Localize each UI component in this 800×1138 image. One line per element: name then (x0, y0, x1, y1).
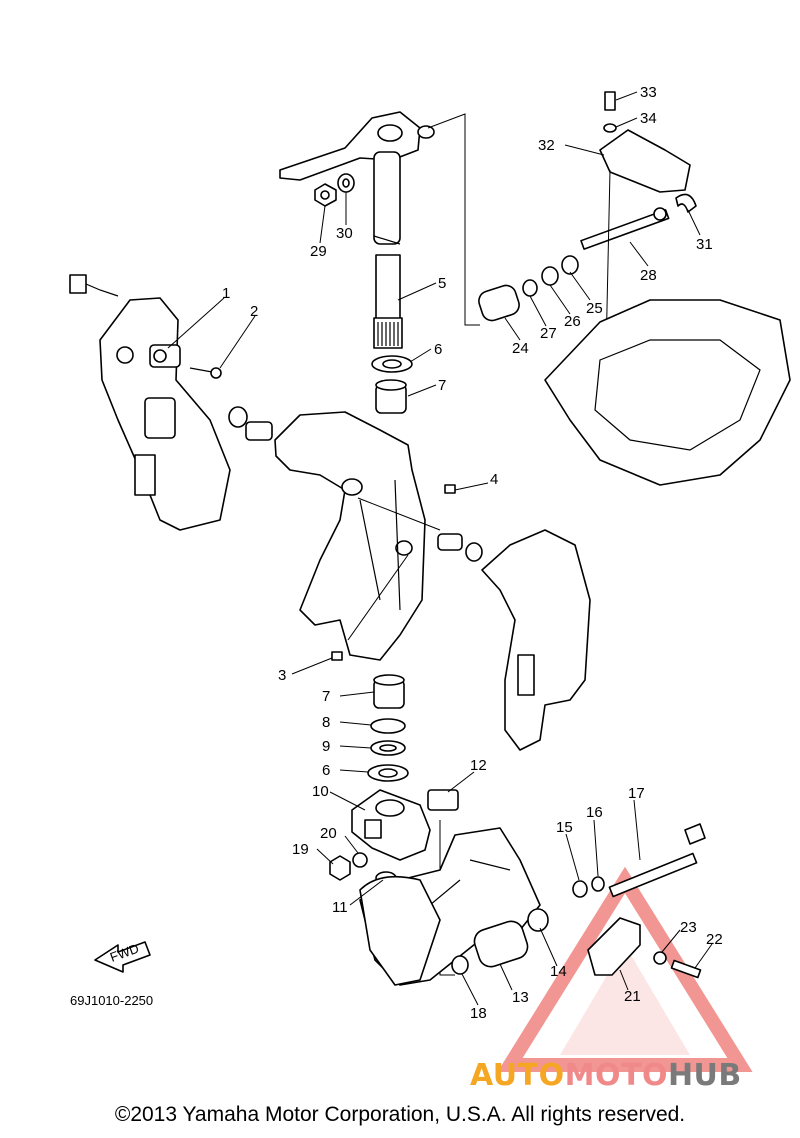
washer-30 (337, 173, 355, 193)
callout-3: 3 (278, 667, 286, 684)
watermark-logo: AUTOMOTOHUB (470, 1058, 742, 1093)
callout-29: 29 (310, 243, 327, 260)
watermark-triangle (497, 866, 753, 1072)
damper-12 (427, 789, 459, 811)
callout-6a: 6 (434, 341, 442, 358)
callout-numbers: 1 2 3 4 5 6 7 7 8 9 6 10 11 12 13 14 15 … (222, 84, 723, 1022)
bolt-28 (580, 207, 670, 250)
callout-30: 30 (336, 225, 353, 242)
nut-29 (314, 183, 337, 207)
callout-13: 13 (512, 989, 529, 1006)
screw-2 (189, 367, 222, 379)
callout-20: 20 (320, 825, 337, 842)
washer-18 (451, 955, 469, 975)
washer-25 (561, 255, 579, 275)
grease-nipple-4 (444, 484, 456, 494)
washer-27 (522, 279, 538, 297)
leader-lines (167, 91, 713, 1006)
washer-6-upper (371, 355, 413, 373)
watermark-hub: HUB (667, 1058, 742, 1093)
callout-7b: 7 (322, 688, 330, 705)
fwd-arrow-icon: FWD (94, 941, 151, 973)
lower-mount-housing (351, 789, 431, 861)
copyright-notice: ©2013 Yamaha Motor Corporation, U.S.A. A… (114, 1103, 686, 1126)
callout-8: 8 (322, 714, 330, 731)
nut-19 (329, 855, 351, 881)
callout-33: 33 (640, 84, 657, 101)
callout-12: 12 (470, 757, 487, 774)
diagram-code: 69J1010-2250 (70, 993, 153, 1008)
washer-15 (572, 880, 588, 898)
callout-10: 10 (312, 783, 329, 800)
callout-28: 28 (640, 267, 657, 284)
callout-6b: 6 (322, 762, 330, 779)
callout-24: 24 (512, 340, 529, 357)
washer-14 (527, 908, 549, 932)
callout-9: 9 (322, 738, 330, 755)
callout-19: 19 (292, 841, 309, 858)
washer-16 (591, 876, 605, 892)
callout-1: 1 (222, 285, 230, 302)
cap-31 (675, 193, 697, 213)
bolt-17 (608, 823, 706, 898)
callout-27: 27 (540, 325, 557, 342)
washer-23 (653, 951, 667, 965)
washer-9 (370, 740, 406, 756)
bracket-21 (587, 917, 641, 976)
callout-32: 32 (538, 137, 555, 154)
callout-31: 31 (696, 236, 713, 253)
callout-14: 14 (550, 963, 567, 980)
washer-34 (603, 123, 617, 133)
washer-20 (352, 852, 368, 868)
bottom-cowling (544, 299, 791, 486)
cover-32 (599, 129, 691, 193)
callout-7a: 7 (438, 377, 446, 394)
right-clamp-bracket (481, 529, 591, 751)
bushing-7-upper (375, 379, 407, 414)
callout-2: 2 (250, 303, 258, 320)
trim-sensor-switch (69, 274, 181, 368)
callout-5: 5 (438, 275, 446, 292)
callout-15: 15 (556, 819, 573, 836)
mount-rubber-24 (478, 284, 520, 322)
callout-34: 34 (640, 110, 657, 127)
callout-4: 4 (490, 471, 498, 488)
steering-shaft (373, 254, 403, 349)
callout-21: 21 (624, 988, 641, 1005)
callout-23: 23 (680, 919, 697, 936)
callout-17: 17 (628, 785, 645, 802)
swivel-bracket (274, 411, 426, 661)
bushing-7-lower (373, 674, 405, 709)
callout-11: 11 (332, 899, 348, 916)
lower-base (359, 875, 441, 986)
callout-26: 26 (564, 313, 581, 330)
o-ring-8 (370, 718, 406, 734)
tilt-pin-right (437, 533, 483, 562)
callout-18: 18 (470, 1005, 487, 1022)
watermark-moto: MOTO (564, 1058, 668, 1093)
grease-nipple-3 (331, 651, 343, 661)
washer-6-lower (367, 764, 409, 782)
washer-26 (541, 266, 559, 286)
mount-rubber-13 (473, 920, 529, 968)
bolt-33 (604, 91, 616, 111)
left-clamp-bracket (99, 297, 231, 531)
callout-16: 16 (586, 804, 603, 821)
steering-arm (279, 111, 435, 245)
callout-22: 22 (706, 931, 723, 948)
callout-25: 25 (586, 300, 603, 317)
tilt-pin-left (228, 406, 273, 441)
bolt-22 (670, 959, 702, 979)
watermark-auto: AUTO (470, 1058, 565, 1093)
